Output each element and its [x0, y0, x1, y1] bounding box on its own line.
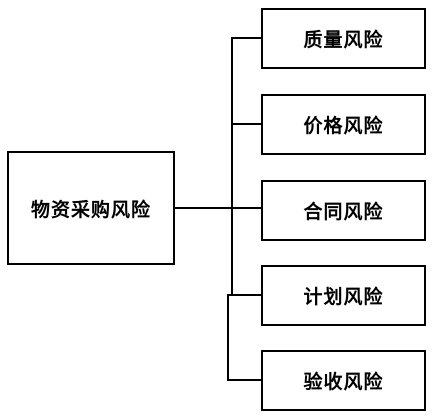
child-node-label: 合同风险: [303, 201, 384, 223]
child-node-label: 质量风险: [303, 29, 384, 51]
child-node-acceptance-risk: 验收风险: [261, 350, 426, 411]
child-node-label: 验收风险: [303, 371, 384, 393]
root-node-label: 物资采购风险: [30, 198, 151, 221]
child-node-label: 计划风险: [303, 286, 384, 308]
child-node-plan-risk: 计划风险: [261, 265, 426, 326]
child-node-price-risk: 价格风险: [261, 94, 426, 155]
child-node-contract-risk: 合同风险: [261, 180, 426, 241]
root-node-material-procurement-risk: 物资采购风险: [7, 151, 175, 265]
child-node-quality-risk: 质量风险: [261, 8, 426, 69]
child-node-label: 价格风险: [303, 115, 384, 137]
